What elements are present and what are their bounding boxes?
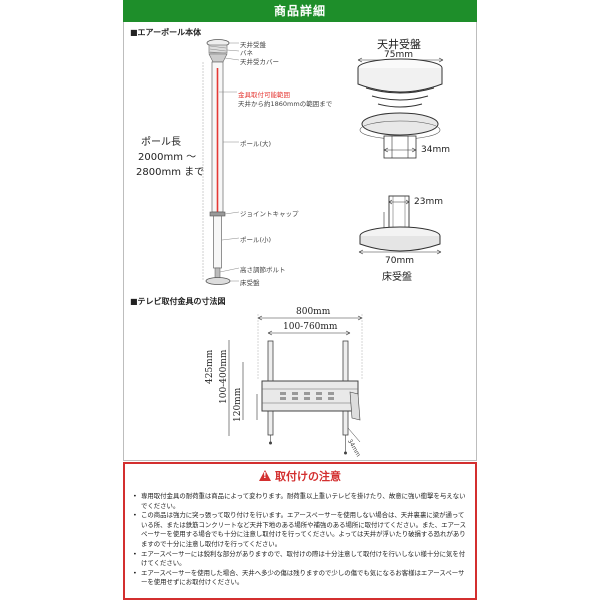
label-pole-large: ポール(大)	[240, 140, 272, 148]
joint-cap-shape	[209, 211, 226, 217]
spring-shape	[208, 44, 228, 54]
label-mount-range-2: 天井から約1860mmの範囲まで	[238, 100, 333, 108]
caution-note: この商品は強力に突っ張って取り付けを行います。エアースペーサーを使用しない場合は…	[133, 511, 469, 549]
ceiling-cover-shape	[208, 53, 228, 63]
caution-note: エアースペーサーを使用した場合、天井へ多少の傷は残りますので少しの傷でも気になる…	[133, 569, 469, 588]
page-header: 商品詳細	[123, 0, 477, 22]
label-pole-length-title: ポール長	[141, 137, 181, 148]
caution-title-text: 取付けの注意	[275, 470, 341, 483]
section-title-bracket: ■テレビ取付金具の寸法図	[130, 297, 226, 306]
height-bolt-shape	[214, 267, 221, 279]
label-mount-range-1: 金具取付可能範囲	[238, 91, 290, 99]
label-ceiling-cover: 天井受カバー	[240, 58, 279, 66]
label-floor-pipe: 23mm	[414, 197, 443, 207]
floor-mount-shape	[205, 277, 231, 285]
label-pole-small: ポール(小)	[240, 236, 272, 244]
section-title-pole: ■エアーポール本体	[130, 28, 202, 37]
caution-note: エアースペーサーには鋭利な部分がありますので、取付けの際は十分注意して取付けを行…	[133, 550, 469, 569]
label-bracket-height-range: 100-400mm	[219, 349, 229, 404]
label-spring: バネ	[240, 49, 253, 57]
caution-box: 取付けの注意 専用取付金具の耐荷重は商品によって変わります。耐荷重以上重いテレビ…	[123, 462, 477, 600]
caution-title: 取付けの注意	[125, 468, 475, 484]
label-floor-width: 70mm	[385, 256, 414, 266]
label-floor-mount: 床受盤	[240, 279, 260, 287]
floor-mount-detail	[358, 195, 442, 255]
label-ceiling-detail-title: 天井受盤	[377, 38, 421, 51]
label-ceiling-mount: 天井受盤	[240, 41, 266, 49]
label-joint-cap: ジョイントキャップ	[240, 210, 299, 218]
warning-icon	[259, 470, 271, 481]
label-bracket-height-total: 425mm	[205, 349, 215, 384]
label-bracket-height-min: 120mm	[233, 387, 243, 422]
label-height-bolt: 高さ調節ボルト	[240, 266, 286, 274]
label-bracket-width-range: 100-760mm	[283, 322, 338, 332]
caution-note: 専用取付金具の耐荷重は商品によって変わります。耐荷重以上重いテレビを掛けたり、故…	[133, 492, 469, 511]
label-bracket-width-total: 800mm	[296, 307, 331, 317]
label-ceiling-width: 75mm	[384, 50, 413, 60]
label-pole-length-min: 2000mm ～	[138, 152, 197, 163]
label-pole-length-max: 2800mm まで	[136, 167, 205, 178]
label-ceiling-pipe: 34mm	[421, 145, 450, 155]
tv-bracket-drawing	[228, 314, 363, 455]
pole-drawing	[202, 39, 240, 285]
pole-small-shape	[213, 215, 222, 269]
label-floor-detail-title: 床受盤	[382, 272, 412, 283]
bracket-wall-plate	[261, 380, 359, 412]
ceiling-mount-detail	[357, 57, 444, 159]
caution-notes: 専用取付金具の耐荷重は商品によって変わります。耐荷重以上重いテレビを掛けたり、故…	[133, 492, 469, 588]
